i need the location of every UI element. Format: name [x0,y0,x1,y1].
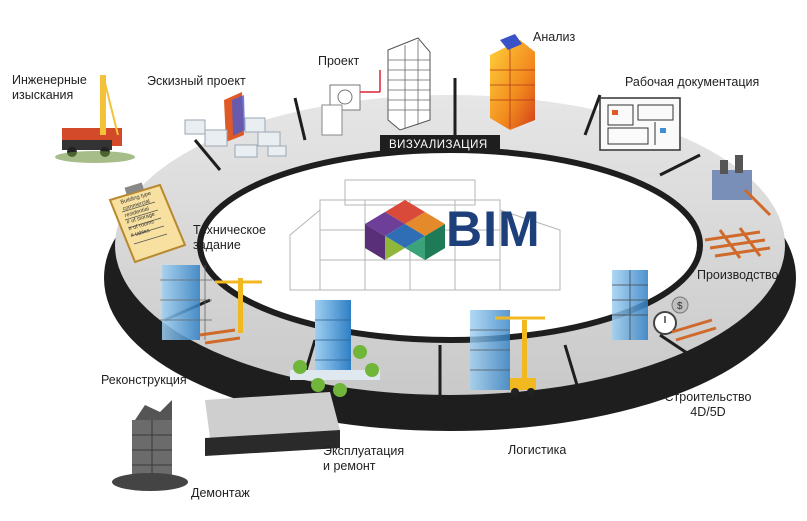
ring-tail-side [205,430,340,456]
stage-construction-line-1: Строительство [664,390,752,404]
bim-center-title: BIM [446,201,541,257]
working-docs-plan-icon [599,97,681,151]
project-tower-icon [321,37,431,136]
dismantling-building-icon [112,400,188,491]
logistics-crane-icon [470,310,545,396]
stage-construction-label: Строительство 4D/5D [658,390,758,420]
production-factory-icon [704,155,772,259]
analysis-heatmap-tower-icon [490,34,535,130]
stage-production-label: Производство [697,268,779,282]
svg-text:$: $ [677,301,683,312]
drilling-rig-icon [55,74,135,163]
stage-construction-line-2: 4D/5D [690,405,726,419]
stage-sketch-label: Эскизный проект [147,74,246,88]
stage-technical-task-line-1: Техническое [193,223,266,237]
ring-tail [205,392,340,438]
visualization-band [380,135,500,153]
stage-surveys-label: Инженерные изыскания [12,73,102,103]
sketch-blocks-icon [184,92,287,158]
ring-top [115,95,785,395]
stage-surveys-line-1: Инженерные [12,73,87,87]
stage-dismantling-label: Демонтаж [191,486,250,500]
bim-cube-logo [365,200,445,260]
construction-4d5d-icon: $ [612,270,717,342]
stage-project-label: Проект [318,54,360,68]
stage-reconstruction-label: Реконструкция [101,373,187,387]
stage-analysis-label: Анализ [533,30,576,44]
visualization-ring-label: ВИЗУАЛИЗАЦИЯ [389,139,488,151]
stage-surveys-line-2: изыскания [12,88,74,102]
reconstruction-crane-icon [160,265,262,345]
stage-technical-task-line-2: задание [193,238,241,252]
stage-technical-task-label: Техническое задание [193,223,283,253]
stage-operation-label: Эксплуатация и ремонт [323,444,423,474]
stage-operation-line-2: и ремонт [323,459,376,473]
operation-tower-icon [290,300,380,397]
technical-task-clipboard-icon [108,182,187,264]
stage-logistics-label: Логистика [508,443,567,457]
stage-working-docs-label: Рабочая документация [625,75,760,89]
segment-dividers [164,78,706,405]
stage-operation-line-1: Эксплуатация [323,444,405,458]
